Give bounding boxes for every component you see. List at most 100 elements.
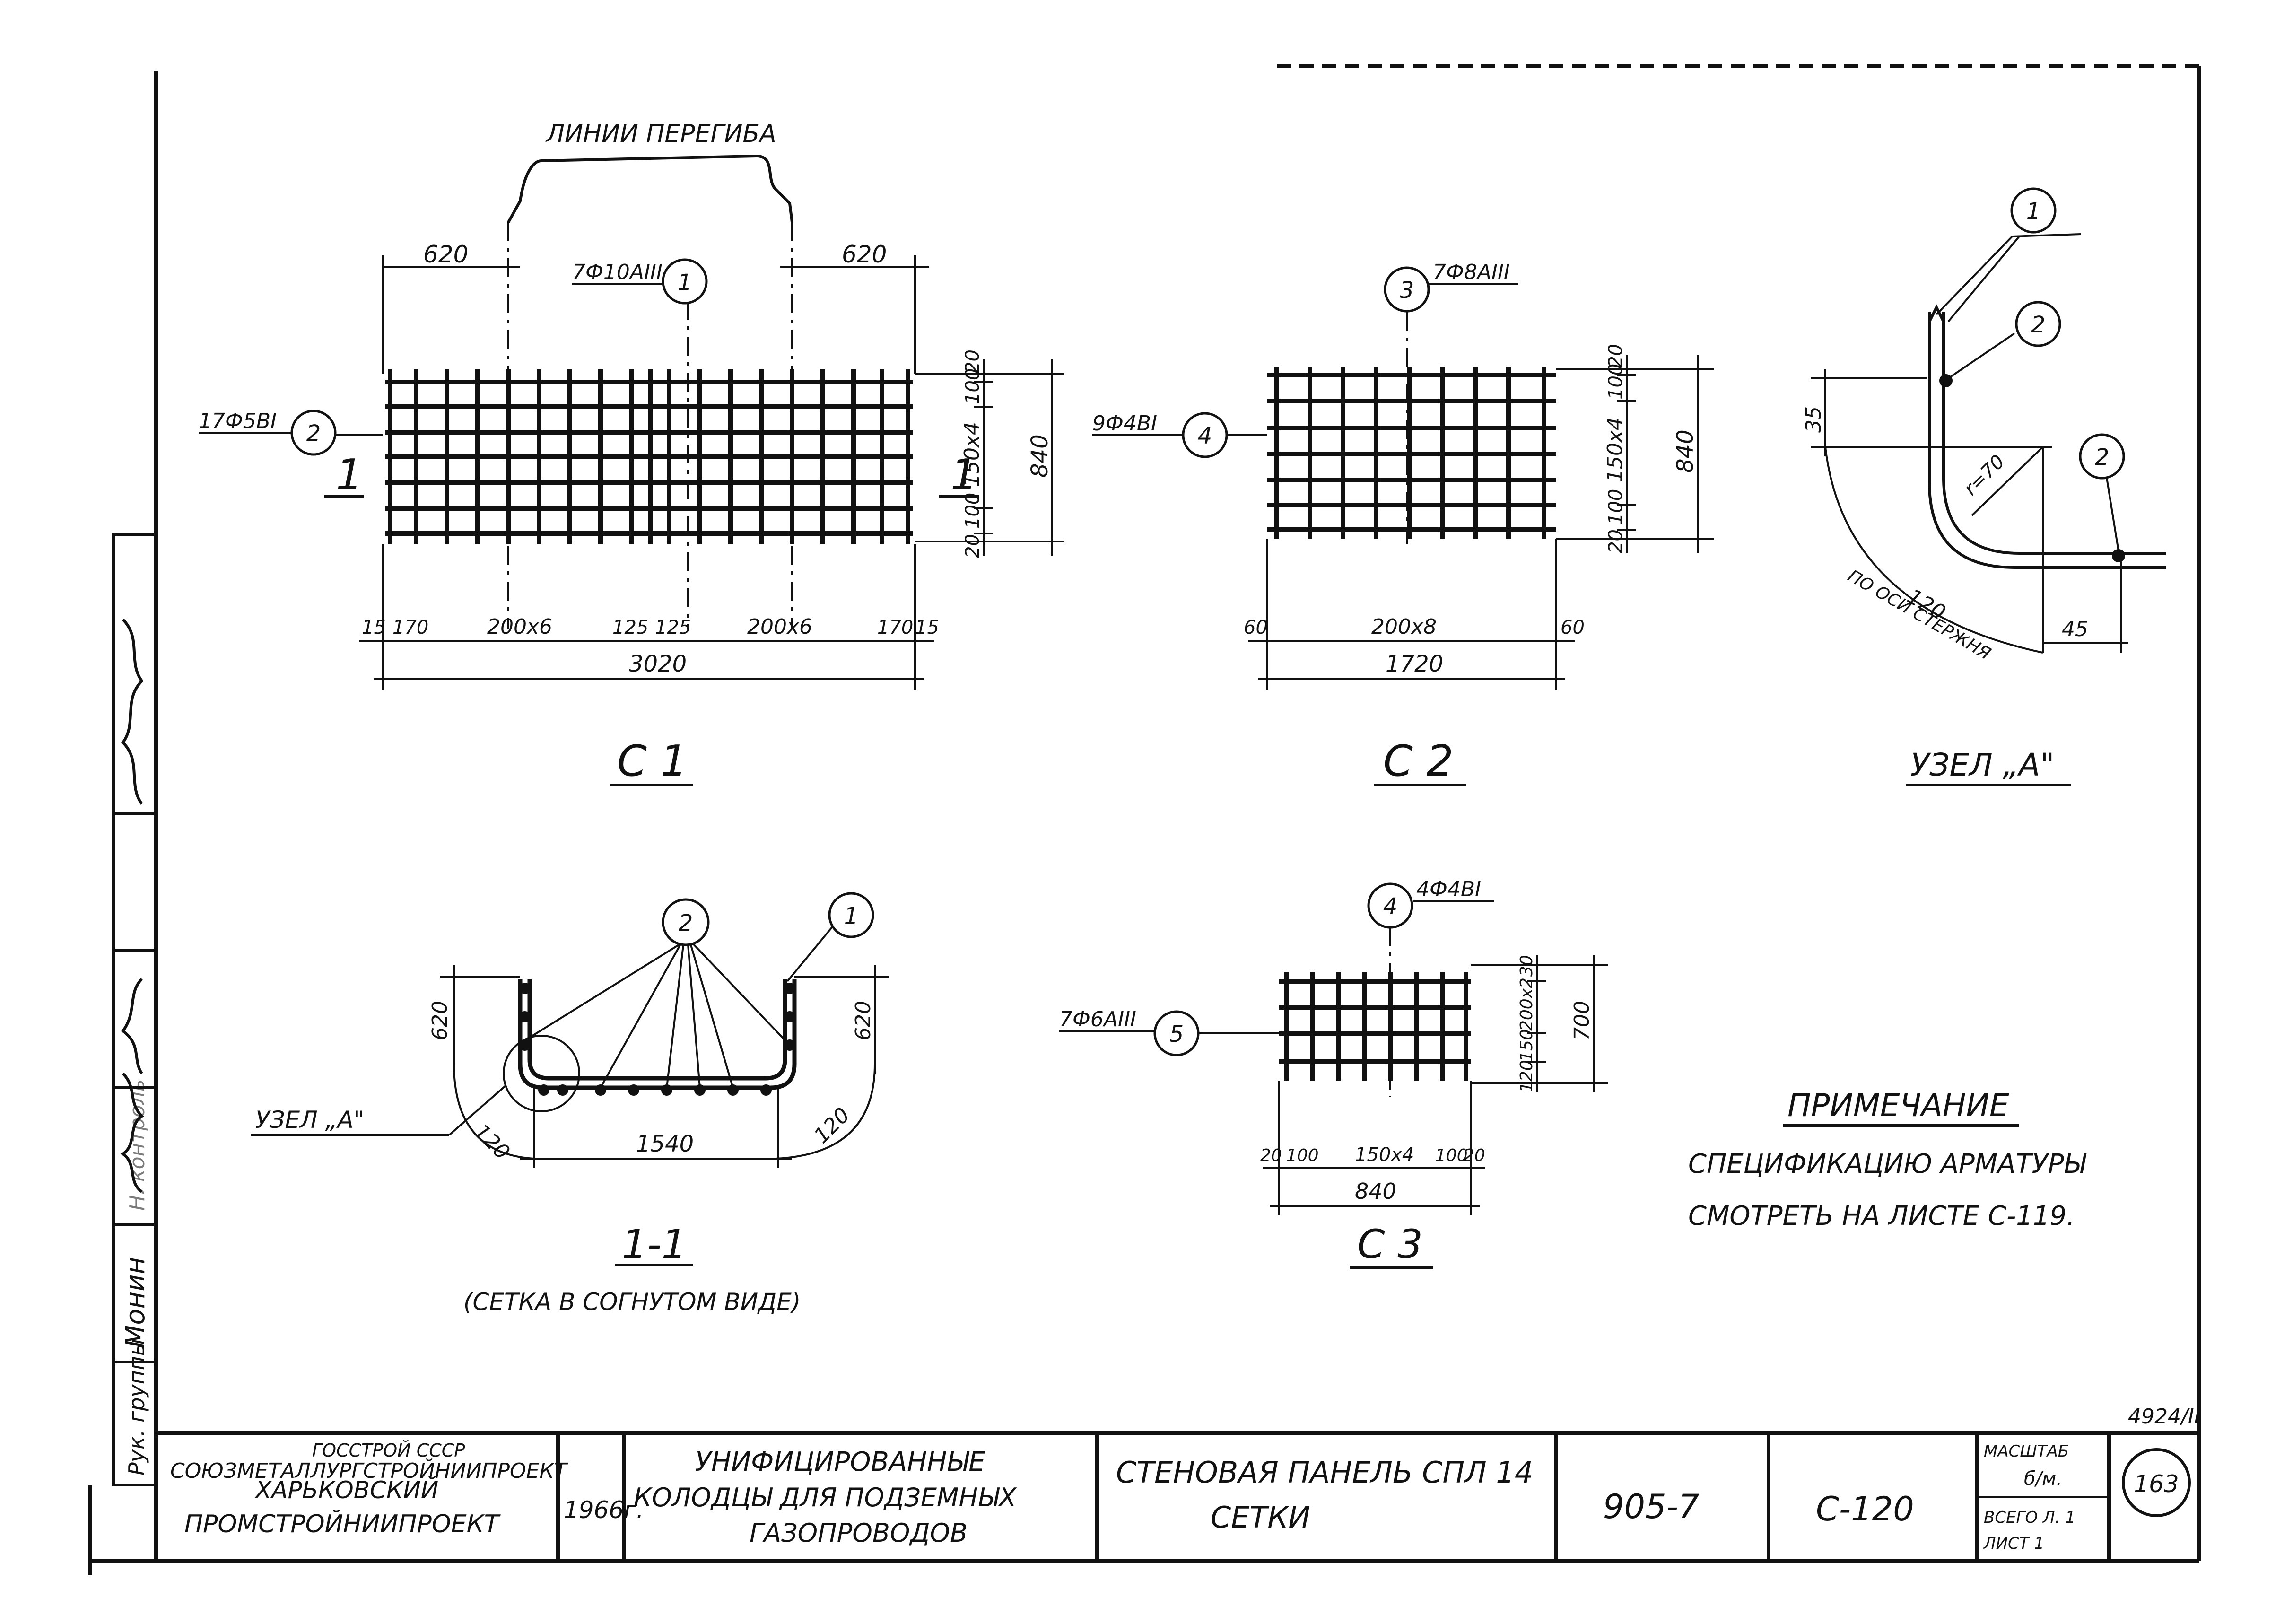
project-line1: УНИФИЦИРОВАННЫЕ: [695, 1447, 985, 1477]
section-dim-120-right: 120: [810, 1103, 854, 1148]
side-stamp-group-head: Рук. группы: [124, 1339, 149, 1476]
section-dot: [727, 1084, 739, 1096]
scale-label: МАСШТАБ: [1984, 1442, 2069, 1461]
node-a-mark-1-bubble: [2010, 187, 2057, 234]
node-a-bar-outer: [1928, 312, 2166, 569]
c1-right-dim-20-bottom: 20: [962, 534, 984, 558]
node-a-arc-dim: [1824, 446, 2043, 654]
c3-transverse-bars: [1284, 972, 1468, 1081]
c1-dim-620-left: 620: [423, 241, 468, 268]
org-line4: ПРОМСТРОЙНИИПРОЕКТ: [184, 1510, 501, 1538]
org-line3: ХАРЬКОВСКИЙ: [254, 1476, 438, 1504]
c2-transverse-bars: [1274, 367, 1546, 539]
node-a-leader: [2106, 477, 2119, 551]
c2-right-dim-100-bottom: 100: [1605, 489, 1627, 525]
section-node-a-circle: [503, 1035, 580, 1112]
c3-right-dim-30: 30: [1517, 955, 1536, 977]
c1-right-dim-150x4: 150x4: [960, 422, 984, 487]
side-stamp: Рук. группы Монин Н. контроль: [112, 533, 157, 1486]
section-subtitle: (СЕТКА В СОГНУТОМ ВИДЕ): [463, 1288, 801, 1316]
node-a-title: УЗЕЛ „А": [1910, 747, 2055, 783]
section-leader: [666, 944, 684, 1088]
node-a-leader: [1947, 236, 2020, 323]
c2-mark-4-bubble: [1182, 412, 1228, 458]
section-dot: [661, 1084, 672, 1096]
c1-bend-brace: [507, 154, 793, 223]
page-number: 163: [2134, 1470, 2179, 1498]
node-a-bar-end: [1928, 304, 1945, 323]
section-title: 1-1: [622, 1221, 687, 1267]
c2-right-dim-150x4: 150x4: [1603, 417, 1627, 482]
c3-right-total: 700: [1570, 1001, 1594, 1040]
section-arc-right: [775, 1064, 876, 1160]
c3-mark-4-bubble: [1367, 882, 1413, 929]
node-a-leader: [2012, 233, 2081, 237]
c2-right-dim-20-bottom: 20: [1605, 529, 1627, 553]
node-a-dim-35: 35: [1802, 406, 1826, 433]
c3-bottom-20-left: 20: [1260, 1146, 1282, 1165]
c2-bar-callout: 7Ф8АIII: [1433, 260, 1510, 284]
c1-mark-1-bubble: [662, 258, 708, 305]
mesh-c3: 4 4Ф4BI 7Ф6АIII 5 30 200x2 150 120 700 2…: [1059, 877, 1608, 1269]
year: 1966г.: [564, 1496, 644, 1524]
title-block: ГОССТРОЙ СССР СОЮЗМЕТАЛЛУРГСТРОЙНИИПРОЕК…: [156, 1405, 2200, 1561]
mesh-c1: ЛИНИИ ПЕРЕГИБА 620 620 7Ф10АIII 1 17Ф5BI…: [199, 120, 1064, 786]
section-dot: [784, 983, 795, 994]
section-leader: [689, 943, 734, 1088]
sheet-title-line1: СТЕНОВАЯ ПАНЕЛЬ СПЛ 14: [1116, 1455, 1533, 1490]
series: 905-7: [1603, 1487, 1699, 1526]
c1-cut-right: 1: [950, 450, 977, 500]
c1-title: С 1: [617, 736, 688, 786]
c3-top-callout: 4Ф4BI: [1416, 877, 1481, 901]
section-dim-620-right: 620: [851, 1001, 875, 1040]
section-dot: [595, 1084, 606, 1096]
c1-bottom-125-left: 125: [612, 617, 648, 638]
c1-mark-2: 2: [306, 420, 321, 447]
c1-bottom-170-right: 170: [877, 617, 913, 638]
c3-bottom-100-right: 100: [1435, 1146, 1468, 1165]
section-dot: [760, 1084, 772, 1096]
section-arc-left: [453, 1064, 535, 1160]
side-stamp-name1: Монин: [120, 1257, 151, 1348]
node-a-mark-2b-bubble: [2079, 433, 2125, 480]
section-leader: [448, 1084, 507, 1136]
node-a-axis-note: ПО ОСИ СТЕРЖНЯ: [1845, 566, 1994, 664]
c1-right-dim-100-top: 100: [962, 368, 984, 404]
c1-bottom-200x6-right: 200x6: [747, 615, 812, 639]
c3-right-dim-150: 150: [1517, 1029, 1536, 1062]
node-a-leader: [1936, 236, 2013, 315]
sheet-frame: [88, 64, 2201, 1575]
section-1-1: 2 1 УЗЕЛ „А" 620 120 620 120 1540 1-1: [251, 892, 889, 1316]
section-dot: [519, 983, 531, 994]
mesh-c2: 3 7Ф8АIII 9Ф4BI 4 20 100 150x4 100 20 84…: [1092, 260, 1714, 786]
side-stamp-signature2: [121, 978, 143, 1074]
section-dim-1540: 1540: [636, 1131, 694, 1157]
note-block: ПРИМЕЧАНИЕ СПЕЦИФИКАЦИЮ АРМАТУРЫ СМОТРЕТ…: [1688, 1087, 2087, 1231]
c1-bottom-total: 3020: [629, 651, 687, 677]
section-dim-620-left: 620: [428, 1001, 452, 1040]
note-line2: СМОТРЕТЬ НА ЛИСТЕ С-119.: [1688, 1201, 2075, 1231]
c3-bottom-150x4: 150x4: [1355, 1144, 1414, 1166]
sheet-code: С-120: [1816, 1490, 1914, 1528]
c3-mark-5-bubble: [1153, 1010, 1200, 1056]
section-bent-mesh: [518, 979, 797, 1090]
section-mark-1-bubble: [828, 892, 874, 938]
c1-bottom-200x6-left: 200x6: [487, 615, 552, 639]
section-leader: [786, 926, 833, 982]
node-a-leader: [1947, 332, 2015, 379]
node-a-mark-2-bubble: [2015, 301, 2061, 347]
c3-mark-5: 5: [1169, 1021, 1184, 1048]
section-dot: [538, 1084, 549, 1096]
c1-bend-label: ЛИНИИ ПЕРЕГИБА: [545, 120, 776, 148]
c2-bottom-60-right: 60: [1561, 617, 1585, 638]
section-node-ref: УЗЕЛ „А": [255, 1106, 365, 1134]
c1-right-dim-20-top: 20: [962, 349, 984, 374]
c1-bar-callout: 7Ф10АIII: [572, 260, 663, 284]
c1-bottom-170-left: 170: [392, 617, 428, 638]
node-a-mark-2b: 2: [2095, 444, 2110, 471]
c1-right-total: 840: [1027, 434, 1053, 478]
c1-bottom-15-left: 15: [362, 617, 386, 638]
section-leader: [600, 943, 682, 1088]
node-a-bar-inner: [1942, 312, 2166, 555]
